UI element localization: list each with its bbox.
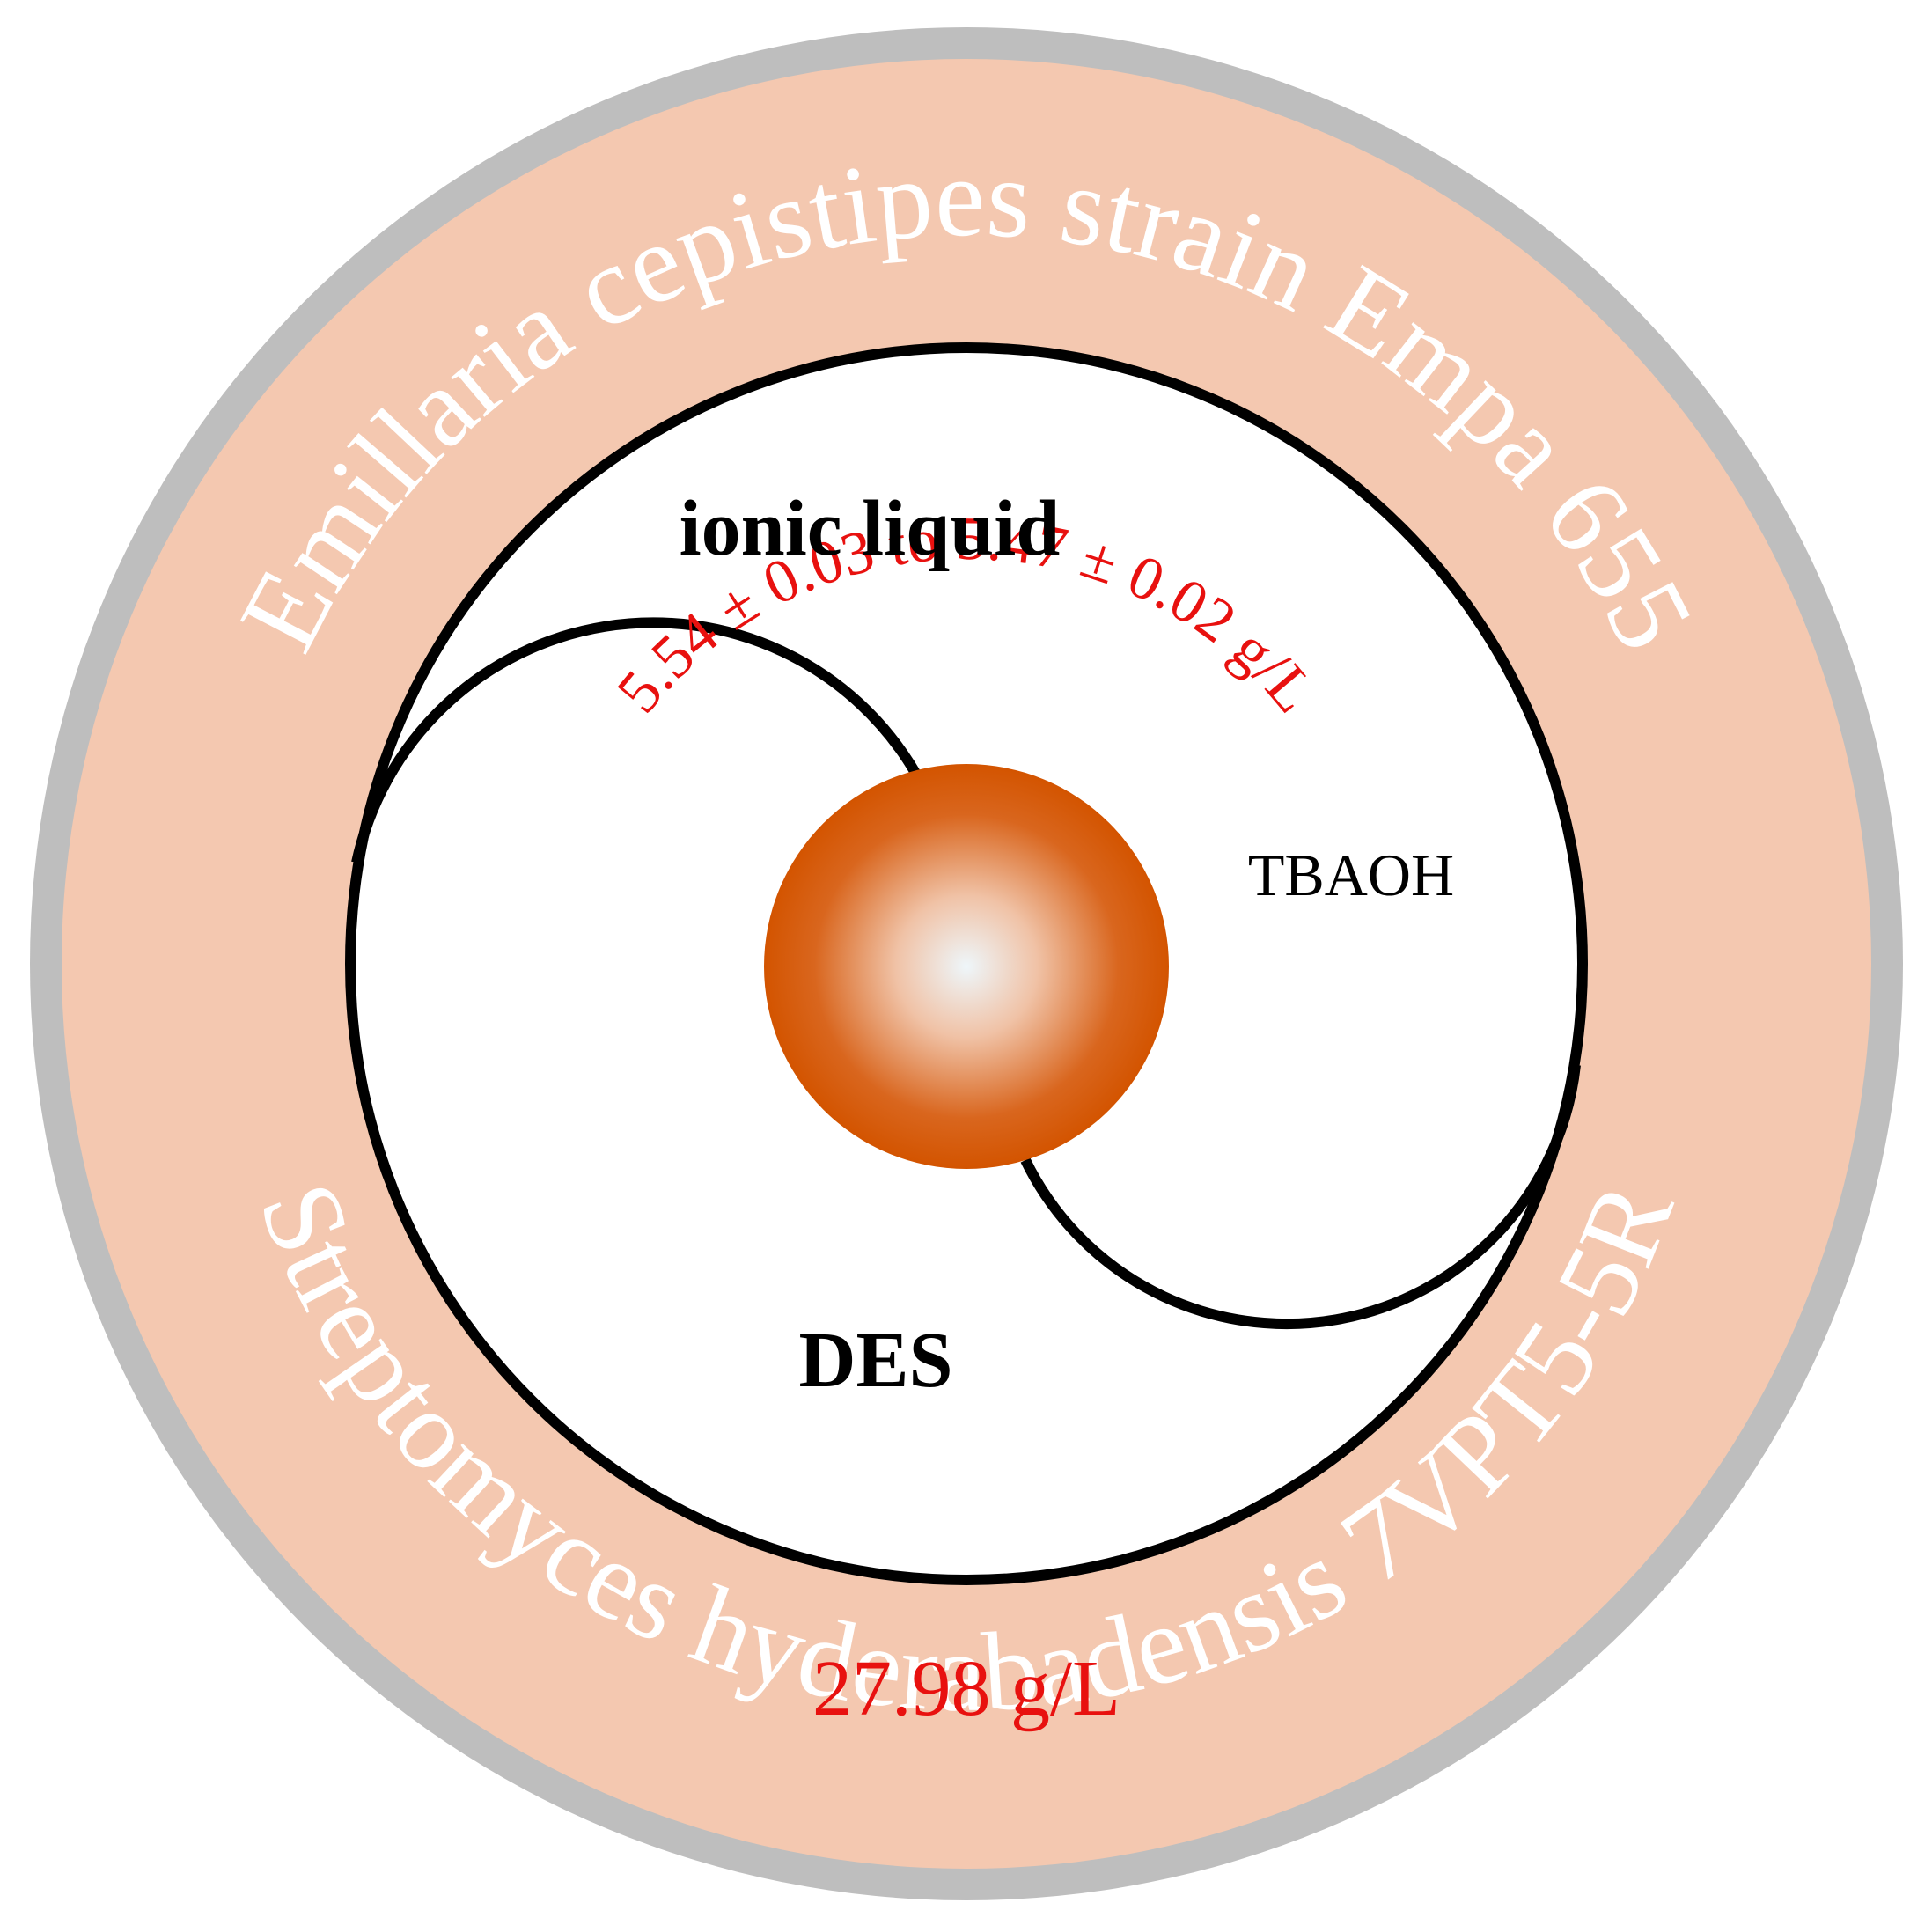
upper-left-arc (351, 617, 921, 864)
central-sphere (764, 764, 1169, 1169)
label-tbaoh: TBAOH (1248, 841, 1454, 908)
label-ionic-liquid: ionic liquid (680, 485, 1061, 572)
bottom-value-text: 27.98 g/L (812, 1645, 1120, 1732)
lower-right-arc (1020, 1064, 1581, 1330)
label-des: DES (798, 1317, 952, 1404)
